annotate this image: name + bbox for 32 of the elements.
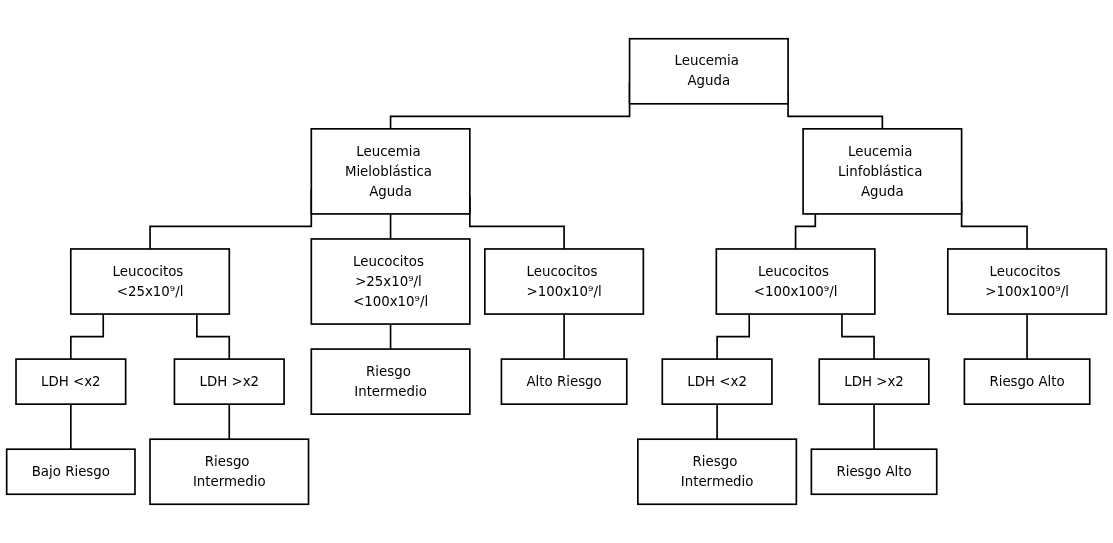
node-box: LDH <x2 bbox=[15, 358, 127, 405]
node-box: LDH <x2 bbox=[661, 358, 773, 405]
connector bbox=[716, 313, 751, 360]
connector bbox=[794, 213, 817, 250]
connector bbox=[70, 403, 72, 451]
node-box: Leucocitos <25x10⁹/l bbox=[69, 248, 231, 315]
node-box: LDH >x2 bbox=[173, 358, 285, 405]
connector bbox=[228, 403, 231, 441]
connector bbox=[389, 213, 392, 240]
node-box: Leucocitos >100x100⁹/l bbox=[946, 248, 1108, 315]
connector bbox=[841, 313, 875, 360]
node-box: Alto Riesgo bbox=[500, 358, 628, 405]
node-box: Leucocitos >25x10⁹/l <100x10⁹/l bbox=[310, 238, 471, 325]
node-box: Riesgo Alto bbox=[810, 448, 938, 496]
connector bbox=[716, 403, 718, 441]
connector bbox=[389, 323, 392, 350]
node-box: Riesgo Alto bbox=[963, 358, 1091, 405]
node-box: Leucemia Aguda bbox=[628, 37, 789, 105]
connector bbox=[873, 403, 875, 451]
node-box: Leucocitos <100x100⁹/l bbox=[715, 248, 876, 315]
connector bbox=[196, 313, 231, 360]
node-box: LDH >x2 bbox=[818, 358, 930, 405]
connector bbox=[563, 313, 565, 360]
node-box: Riesgo Intermedio bbox=[310, 348, 471, 415]
node-box: Riesgo Intermedio bbox=[637, 438, 798, 506]
node-box: Leucocitos >100x10⁹/l bbox=[484, 248, 645, 315]
node-box: Leucemia Mieloblástica Aguda bbox=[310, 128, 471, 215]
node-box: Riesgo Intermedio bbox=[149, 438, 310, 506]
connector bbox=[1026, 313, 1028, 360]
node-box: Leucemia Linfoblástica Aguda bbox=[802, 128, 963, 215]
node-box: Bajo Riesgo bbox=[5, 448, 136, 496]
connector bbox=[70, 313, 105, 360]
